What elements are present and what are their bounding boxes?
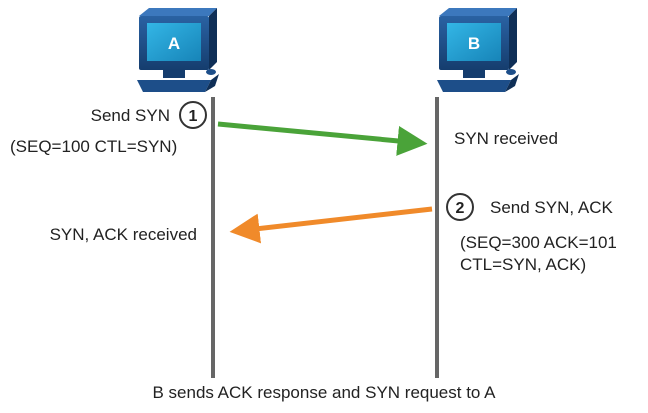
syn-arrow <box>217 121 428 156</box>
step-1-action-label: Send SYN <box>91 106 170 125</box>
host-a-computer-icon: A <box>137 8 219 92</box>
diagram-caption: B sends ACK response and SYN request to … <box>152 383 496 402</box>
syn-received-label: SYN received <box>454 129 558 148</box>
host-b-label: B <box>468 34 480 53</box>
step-2-detail-line-1: (SEQ=300 ACK=101 <box>460 233 617 252</box>
step-2-number: 2 <box>456 200 465 217</box>
host-b-computer-icon: B <box>437 8 519 92</box>
step-2-detail-line-2: CTL=SYN, ACK) <box>460 255 586 274</box>
step-1-number: 1 <box>189 108 198 125</box>
host-a-label: A <box>168 34 180 53</box>
syn-ack-received-label: SYN, ACK received <box>50 225 197 244</box>
step-2-number-badge: 2 <box>446 193 474 221</box>
step-2-action-label: Send SYN, ACK <box>490 198 614 217</box>
step-1-number-badge: 1 <box>179 101 207 129</box>
step-1-detail: (SEQ=100 CTL=SYN) <box>10 137 177 156</box>
syn-ack-arrow <box>229 206 433 244</box>
